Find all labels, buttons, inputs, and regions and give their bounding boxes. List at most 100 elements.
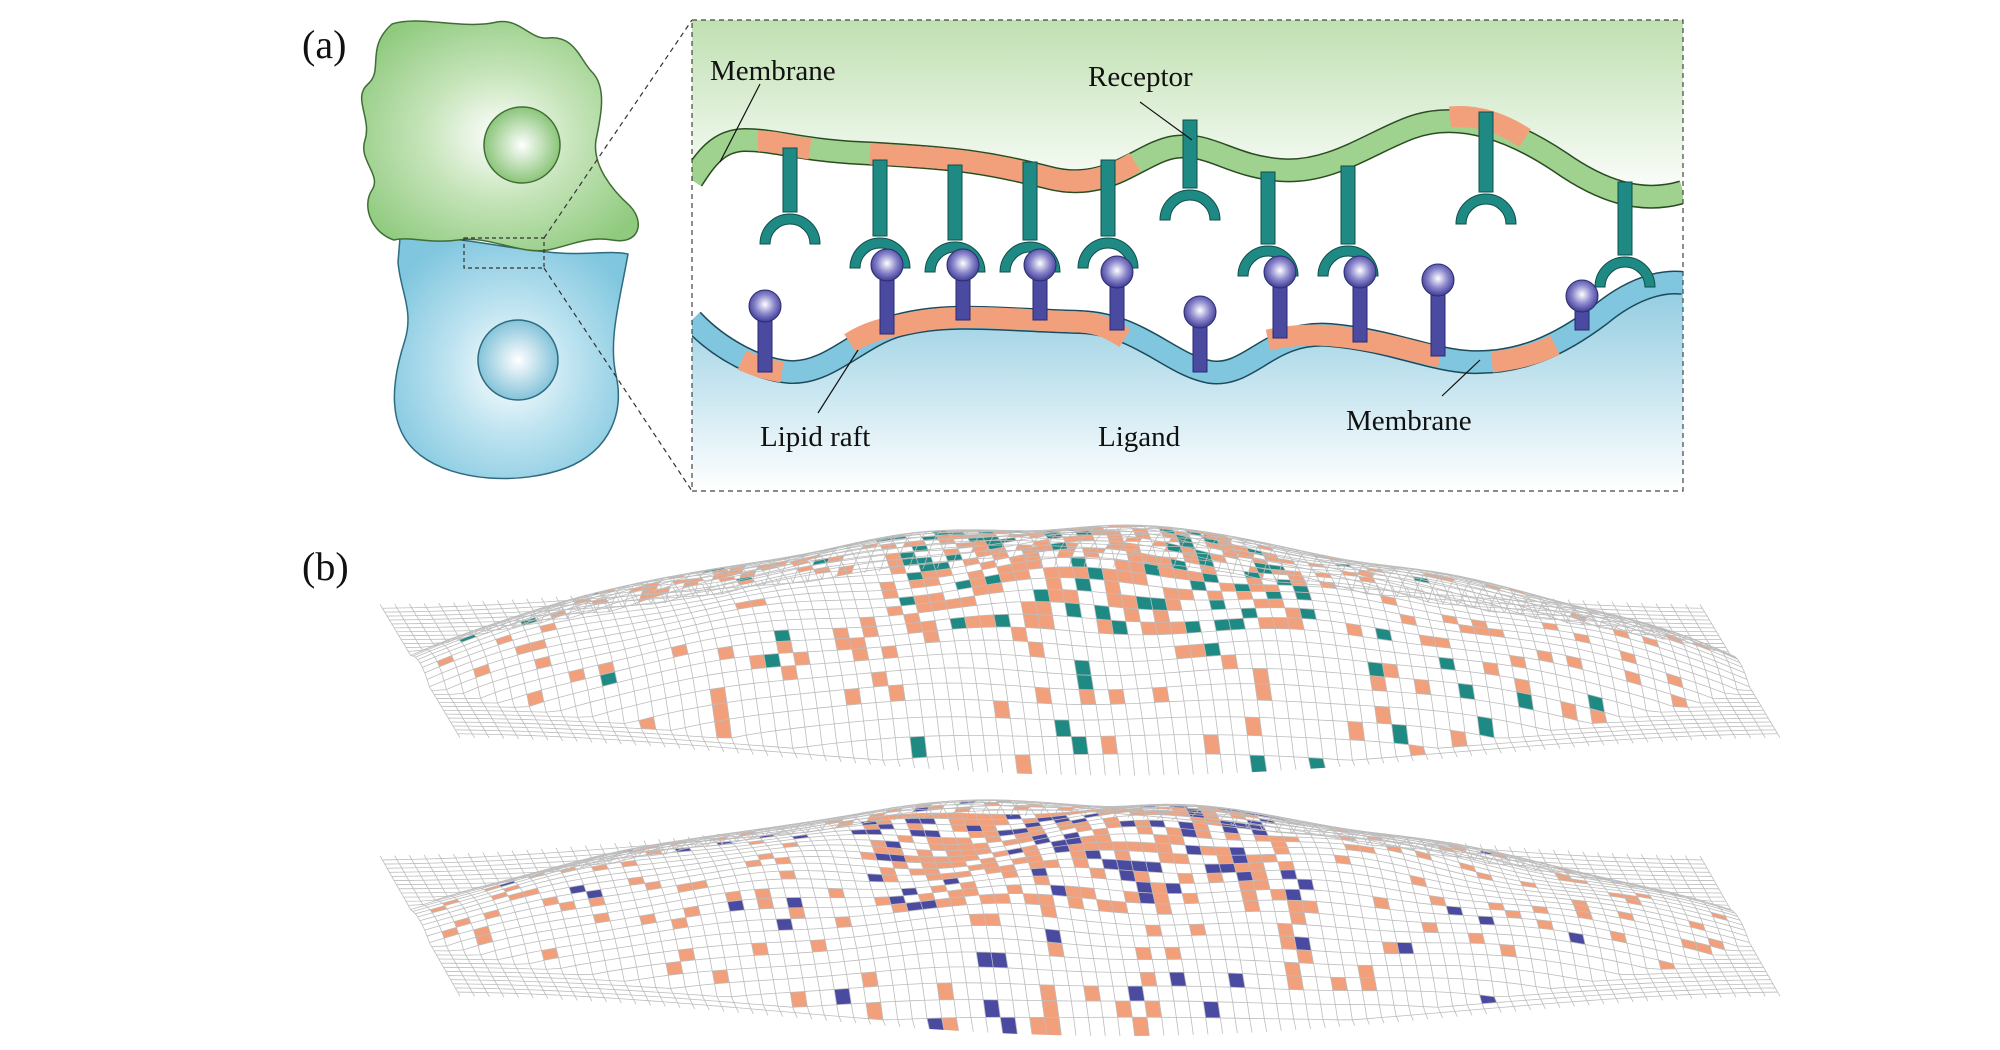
- surface-patch: [919, 818, 937, 825]
- mesh-line: [1347, 831, 1429, 1020]
- surface-patch: [1026, 531, 1044, 536]
- mesh-line: [907, 803, 989, 1033]
- surface-patch: [925, 874, 943, 881]
- surface-patch: [683, 905, 701, 918]
- surface-patch: [1203, 1001, 1221, 1018]
- mesh-line: [408, 603, 490, 739]
- surface-patch: [1062, 589, 1080, 604]
- surface-patch: [874, 853, 892, 862]
- label-ligand: Ligand: [1098, 421, 1181, 453]
- mesh-line: [1596, 852, 1678, 1000]
- mesh-line: [907, 530, 989, 773]
- surface-patch: [1382, 663, 1400, 679]
- surface-patch: [972, 842, 990, 850]
- surface-patch: [908, 868, 926, 876]
- mesh-line: [511, 850, 593, 1002]
- mesh-line: [1596, 600, 1678, 742]
- surface-patch: [1292, 585, 1310, 593]
- surface-patch: [1294, 936, 1312, 951]
- mesh-line: [1582, 600, 1664, 742]
- mesh-line: [423, 854, 505, 998]
- mesh-line: [496, 600, 578, 742]
- surface-patch: [1028, 533, 1046, 539]
- mesh-line: [584, 845, 666, 1007]
- ligand: [1421, 263, 1455, 357]
- surface-patch: [508, 891, 526, 901]
- surface-patch: [1220, 654, 1238, 670]
- surface-patch: [1043, 566, 1061, 578]
- surface-patch: [1189, 924, 1207, 936]
- mesh-line: [1479, 586, 1561, 749]
- surface-patch: [1249, 755, 1267, 773]
- surface-patch: [921, 862, 939, 869]
- surface-patch: [948, 818, 966, 826]
- surface-patch: [923, 577, 941, 587]
- surface-patch: [1175, 534, 1193, 543]
- mesh-line: [643, 577, 725, 753]
- surface-patch: [549, 610, 567, 618]
- mesh-line: [1303, 824, 1385, 1024]
- mesh-line: [1464, 842, 1546, 1010]
- surface-patch: [1045, 577, 1063, 590]
- surface-patch: [834, 638, 852, 651]
- surface-patch: [879, 581, 897, 591]
- surface-patch: [1033, 875, 1051, 885]
- surface-patch: [1155, 843, 1173, 854]
- mesh-line: [438, 602, 520, 740]
- surface-patch: [984, 574, 1002, 585]
- surface-patch: [1004, 814, 1022, 820]
- surface-patch: [442, 899, 460, 906]
- surface-patch: [1089, 867, 1107, 879]
- surface-patch: [1608, 892, 1626, 899]
- mesh-line: [482, 852, 564, 1000]
- surface-patch: [495, 634, 513, 646]
- green-nucleus: [483, 106, 561, 184]
- surface-patch: [671, 917, 689, 930]
- surface-patch: [1155, 903, 1173, 915]
- surface-patch: [1155, 622, 1173, 635]
- surface-patch: [1571, 878, 1589, 885]
- surface-patch: [834, 916, 852, 928]
- mesh-line: [819, 545, 901, 767]
- surface-patch: [1177, 821, 1195, 830]
- surface-patch: [1165, 827, 1183, 837]
- mesh-line: [555, 847, 637, 1005]
- surface-patch: [1707, 937, 1725, 950]
- surface-patch: [1152, 893, 1170, 904]
- surface-patch: [1470, 619, 1488, 629]
- ligand: [1263, 255, 1297, 339]
- mesh-line: [423, 603, 505, 739]
- surface-patch: [1458, 862, 1476, 872]
- surface-patch: [1010, 627, 1028, 642]
- mesh-line: [394, 603, 476, 739]
- surface-patch: [1044, 1017, 1062, 1036]
- surface-patch: [1053, 844, 1071, 853]
- mesh-line: [1626, 853, 1708, 999]
- surface-patch: [1054, 719, 1072, 737]
- mesh-line: [790, 552, 872, 765]
- surface-patch: [881, 874, 899, 882]
- mesh-line: [1068, 804, 1150, 1036]
- surface-patch: [1286, 975, 1304, 990]
- mesh-line: [1127, 804, 1209, 1035]
- surface-patch: [1194, 829, 1212, 839]
- surface-patch: [1035, 601, 1053, 616]
- surface-patch: [1289, 911, 1307, 925]
- surface-patch: [1536, 919, 1554, 930]
- mesh-line: [878, 807, 960, 1031]
- surface-patch: [1391, 724, 1409, 745]
- surface-patch: [1670, 694, 1688, 708]
- mesh-line: [540, 848, 622, 1004]
- mesh-line: [1552, 598, 1634, 744]
- surface-patch: [1043, 859, 1061, 868]
- mesh-line: [584, 588, 666, 748]
- surface-patch: [1111, 620, 1129, 635]
- surface-patch: [979, 894, 997, 904]
- surface-patch: [1094, 605, 1112, 621]
- surface-patch: [993, 893, 1011, 904]
- surface-patch: [1265, 591, 1283, 600]
- surface-patch: [1248, 584, 1266, 592]
- surface-patch: [1256, 544, 1274, 552]
- surface-patch: [1189, 580, 1207, 591]
- surface-patch: [1219, 863, 1237, 873]
